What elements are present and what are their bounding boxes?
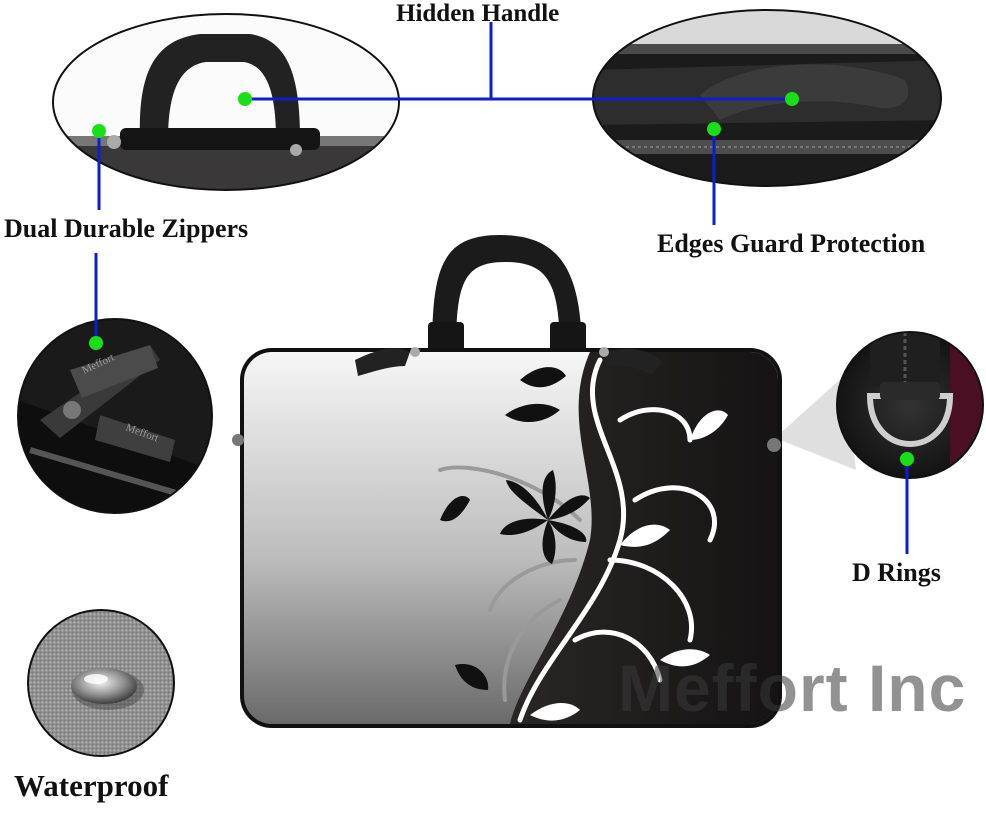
edges-guard-label: Edges Guard Protection: [657, 229, 926, 258]
hidden-handle-label: Hidden Handle: [396, 0, 560, 27]
zipper-marker-top: [92, 124, 106, 138]
waterproof-label: Waterproof: [14, 768, 169, 803]
handle-marker: [238, 92, 252, 106]
d-ring-detail: [775, 331, 984, 479]
laptop-bag: [232, 235, 782, 728]
leader-lines: [94, 22, 909, 554]
brand-watermark: Meffort Inc: [618, 651, 967, 725]
zipper-detail: Meffort Meffort: [17, 318, 213, 514]
zipper-marker: [89, 336, 103, 350]
right-d-ring: [767, 438, 781, 452]
d-rings-label: D Rings: [852, 558, 941, 587]
left-d-ring: [232, 434, 244, 446]
hidden-handle-marker: [785, 92, 799, 106]
waterproof-detail: [27, 609, 175, 757]
hidden-handle-detail: [52, 13, 400, 191]
d-ring-marker: [900, 452, 914, 466]
dual-zippers-label: Dual Durable Zippers: [4, 214, 249, 243]
edge-marker: [707, 122, 721, 136]
marker-dots: [89, 92, 914, 466]
bag-zipper-pulls: [355, 347, 662, 376]
bag-handle: [432, 235, 582, 356]
